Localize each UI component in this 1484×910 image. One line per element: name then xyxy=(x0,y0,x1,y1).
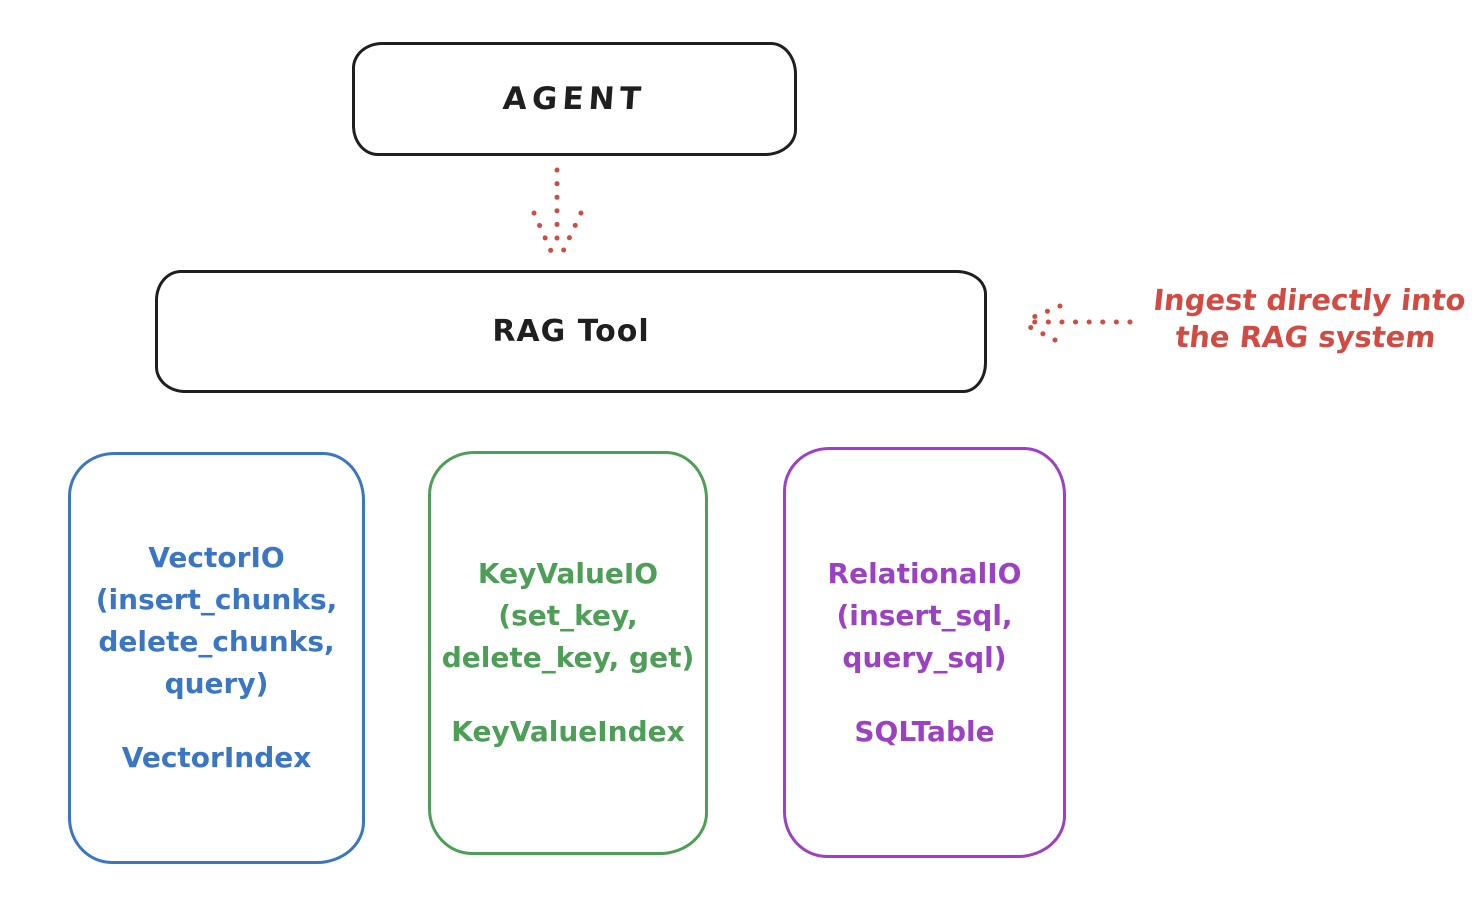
vector-io-methods-line: query) xyxy=(164,667,269,700)
agent-label: AGENT xyxy=(501,81,648,117)
relational-io-methods-line: (insert_sql, xyxy=(836,598,1013,632)
sql-table-label: SQLTable xyxy=(854,714,995,748)
vector-io-methods-line: (insert_chunks, xyxy=(95,583,338,616)
ingest-annotation: Ingest directly into the RAG system xyxy=(1126,282,1484,356)
vector-index-label: VectorIndex xyxy=(121,741,312,774)
vector-io-methods-line: delete_chunks, xyxy=(98,625,335,658)
node-rag-tool: RAG Tool xyxy=(155,270,987,393)
rag-tool-label: RAG Tool xyxy=(492,314,650,349)
ingest-annotation-line: the RAG system xyxy=(1173,320,1438,354)
key-value-io-methods-line: delete_key, get) xyxy=(441,641,695,674)
node-key-value-io: KeyValueIO (set_key, delete_key, get) Ke… xyxy=(428,451,708,855)
relational-io-title: RelationalIO xyxy=(827,556,1022,590)
dotted-arrow-agent-to-rag-tool xyxy=(531,167,584,263)
key-value-io-title: KeyValueIO xyxy=(477,557,659,590)
key-value-index-label: KeyValueIndex xyxy=(451,715,685,748)
ingest-annotation-line: Ingest directly into xyxy=(1151,283,1468,317)
key-value-io-methods-line: (set_key, xyxy=(498,599,638,632)
node-vector-io: VectorIO (insert_chunks, delete_chunks, … xyxy=(68,452,365,864)
node-relational-io: RelationalIO (insert_sql, query_sql) SQL… xyxy=(783,447,1066,858)
dotted-arrow-annotation-to-rag-tool xyxy=(1021,303,1133,343)
vector-io-title: VectorIO xyxy=(148,541,285,574)
node-agent: AGENT xyxy=(352,42,797,156)
relational-io-methods-line: query_sql) xyxy=(842,640,1007,674)
